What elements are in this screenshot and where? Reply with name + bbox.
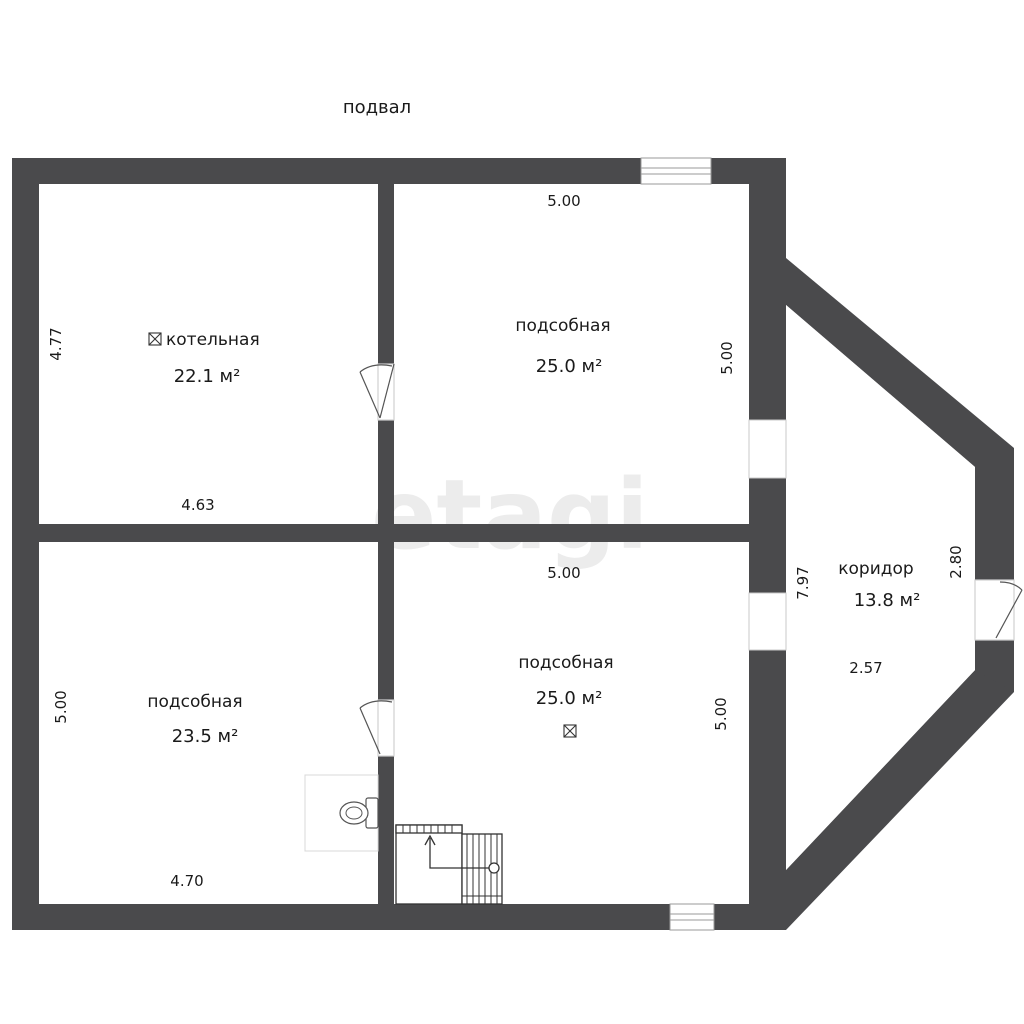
dim-boiler-height: 4.77 <box>47 327 65 360</box>
dim-utility-top-width: 5.00 <box>547 192 580 210</box>
watermark: etagi <box>371 459 648 571</box>
room-utility-top-name: подсобная <box>515 316 610 336</box>
wall-corridor-bottom <box>786 670 1014 930</box>
room-utility-left-area: 23.5 м² <box>172 726 239 747</box>
walls <box>12 158 1014 930</box>
wall-middle-vertical-1 <box>378 184 394 364</box>
window-icon <box>640 157 712 185</box>
corridor-floor <box>786 305 975 870</box>
wall-middle-vertical-3 <box>378 756 394 904</box>
room-utility-bottom-area: 25.0 м² <box>536 688 603 709</box>
wall-right-3 <box>749 650 786 930</box>
vent-icon <box>563 724 577 738</box>
dim-utility-left-width: 4.70 <box>170 872 203 890</box>
vent-icon <box>148 332 162 346</box>
room-utility-left-name: подсобная <box>147 692 242 712</box>
dim-boiler-width: 4.63 <box>181 496 214 514</box>
door-icon <box>359 699 395 757</box>
wall-middle-vertical-2 <box>378 420 394 700</box>
door-opening <box>748 592 787 651</box>
room-corridor-name: коридор <box>838 559 913 579</box>
door-opening <box>748 419 787 479</box>
window-icon <box>669 903 715 931</box>
room-boiler-name: котельная <box>166 330 260 350</box>
dim-corridor-end: 2.80 <box>947 545 965 578</box>
room-utility-top-area: 25.0 м² <box>536 356 603 377</box>
wall-right-1 <box>749 158 786 420</box>
dim-corridor-width: 2.57 <box>849 659 882 677</box>
toilet-icon <box>304 774 379 852</box>
wall-bottom <box>12 904 786 930</box>
plan-title: подвал <box>343 97 411 118</box>
wall-right-2 <box>749 478 786 593</box>
dim-corridor-length: 7.97 <box>794 566 812 599</box>
door-icon <box>359 363 395 421</box>
wall-corridor-end-1 <box>975 448 1014 580</box>
room-utility-bottom-name: подсобная <box>518 653 613 673</box>
room-corridor-area: 13.8 м² <box>854 590 921 611</box>
dim-utility-top-height: 5.00 <box>718 341 736 374</box>
dim-utility-left-height: 5.00 <box>52 690 70 723</box>
wall-corridor-top <box>786 258 1014 467</box>
room-boiler-area: 22.1 м² <box>174 366 241 387</box>
stair-icon <box>395 824 503 905</box>
wall-left <box>12 158 39 930</box>
dim-utility-bottom-width: 5.00 <box>547 564 580 582</box>
dim-utility-bottom-height: 5.00 <box>712 697 730 730</box>
door-icon <box>974 579 1023 641</box>
